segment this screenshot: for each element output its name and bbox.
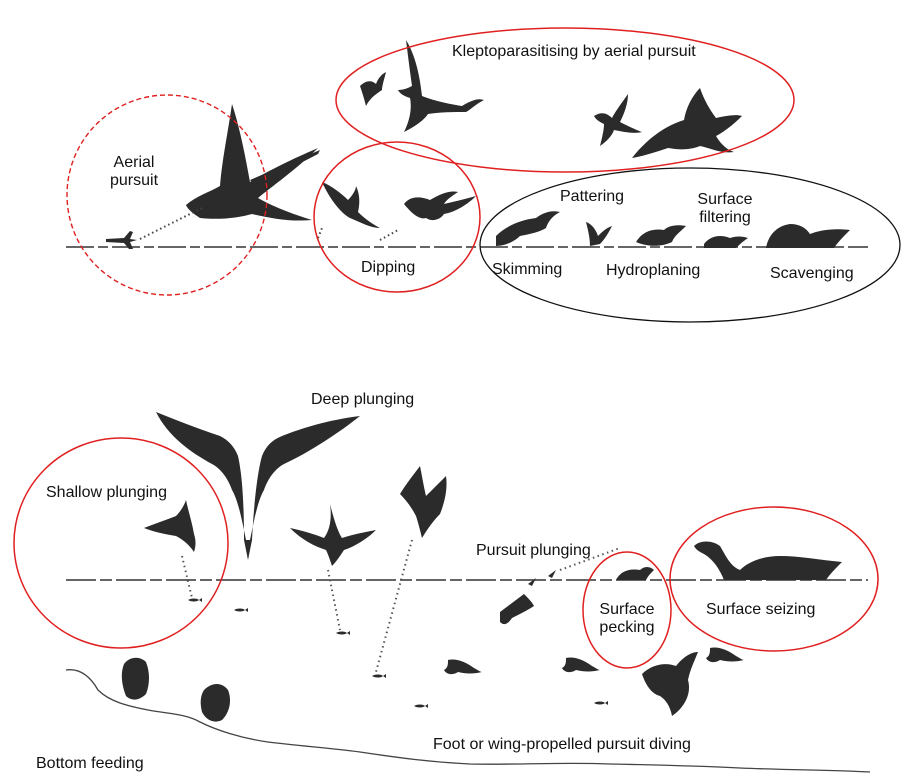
- penguin-icon: [121, 657, 230, 722]
- klepto-tern-icon: [594, 94, 642, 146]
- storm-petrel-icon: [586, 222, 612, 246]
- label-surface-filtering-line2: filtering: [699, 209, 751, 226]
- hydroplaning-bird-icon: [636, 225, 686, 246]
- albatross-seizing-icon: [694, 541, 842, 580]
- klepto-gull-icon: [632, 88, 742, 158]
- shallow-plunging-ellipse: [13, 437, 229, 649]
- label-hydroplaning: Hydroplaning: [606, 262, 701, 279]
- frigatebird-icon: [186, 104, 320, 221]
- dipping-trail-2: [317, 227, 323, 239]
- aerial-pursuit-trail: [139, 207, 203, 240]
- label-skimming: Skimming: [492, 261, 563, 278]
- klepto-small-bird-icon: [360, 72, 386, 106]
- label-pattering: Pattering: [560, 188, 625, 205]
- label-aerial-line2: pursuit: [109, 172, 159, 189]
- label-aerial-pursuit: Aerial pursuit: [106, 154, 162, 190]
- label-scavenging: Scavenging: [770, 265, 854, 282]
- cormorant-icon: [642, 652, 698, 716]
- gannet-deep-icon: [156, 412, 360, 560]
- diving-bird-icon: [444, 647, 744, 675]
- label-surface-filtering: Surface filtering: [690, 191, 760, 227]
- label-pursuit-diving: Foot or wing-propelled pursuit diving: [433, 736, 691, 753]
- tern-icon: [322, 182, 380, 228]
- skimmer-icon: [496, 211, 560, 246]
- label-shallow-plunging: Shallow plunging: [46, 484, 167, 501]
- plunge-trails: [181, 539, 621, 673]
- booby-icon: [290, 504, 376, 566]
- klepto-ellipse: [335, 27, 795, 173]
- small-plane-bird-icon: [106, 231, 137, 249]
- aerial-pursuit-ellipse: [66, 94, 268, 296]
- label-surface-pecking-line2: pecking: [599, 619, 655, 636]
- sea-floor: [65, 669, 871, 773]
- label-aerial-line1: Aerial: [113, 154, 155, 171]
- label-surface-pecking: Surface pecking: [594, 601, 660, 637]
- surface-pecking-ellipse: [582, 551, 672, 669]
- label-pursuit-plunging: Pursuit plunging: [476, 542, 591, 559]
- label-kleptoparasitising: Kleptoparasitising by aerial pursuit: [452, 43, 696, 60]
- surface-seizing-ellipse: [669, 506, 879, 652]
- label-bottom-feeding: Bottom feeding: [36, 755, 144, 772]
- label-deep-plunging: Deep plunging: [311, 391, 415, 408]
- klepto-frigatebird-icon: [398, 40, 484, 132]
- dipping-trail: [379, 229, 399, 241]
- label-dipping: Dipping: [361, 259, 416, 276]
- surface-group-ellipse: [479, 167, 901, 323]
- skua-icon: [404, 191, 476, 221]
- label-surface-seizing: Surface seizing: [706, 601, 816, 618]
- fish-icon: [188, 598, 608, 708]
- albatross-icon: [766, 224, 850, 248]
- shearwater-icon: [500, 570, 556, 625]
- prion-icon: [704, 236, 748, 248]
- label-surface-filtering-line1: Surface: [697, 191, 753, 208]
- label-surface-pecking-line1: Surface: [599, 601, 655, 618]
- dipping-ellipse: [313, 141, 481, 293]
- shallow-plunger-icon: [144, 500, 196, 552]
- surface-pecking-bird-icon: [616, 567, 654, 580]
- brown-pelican-icon: [400, 466, 447, 538]
